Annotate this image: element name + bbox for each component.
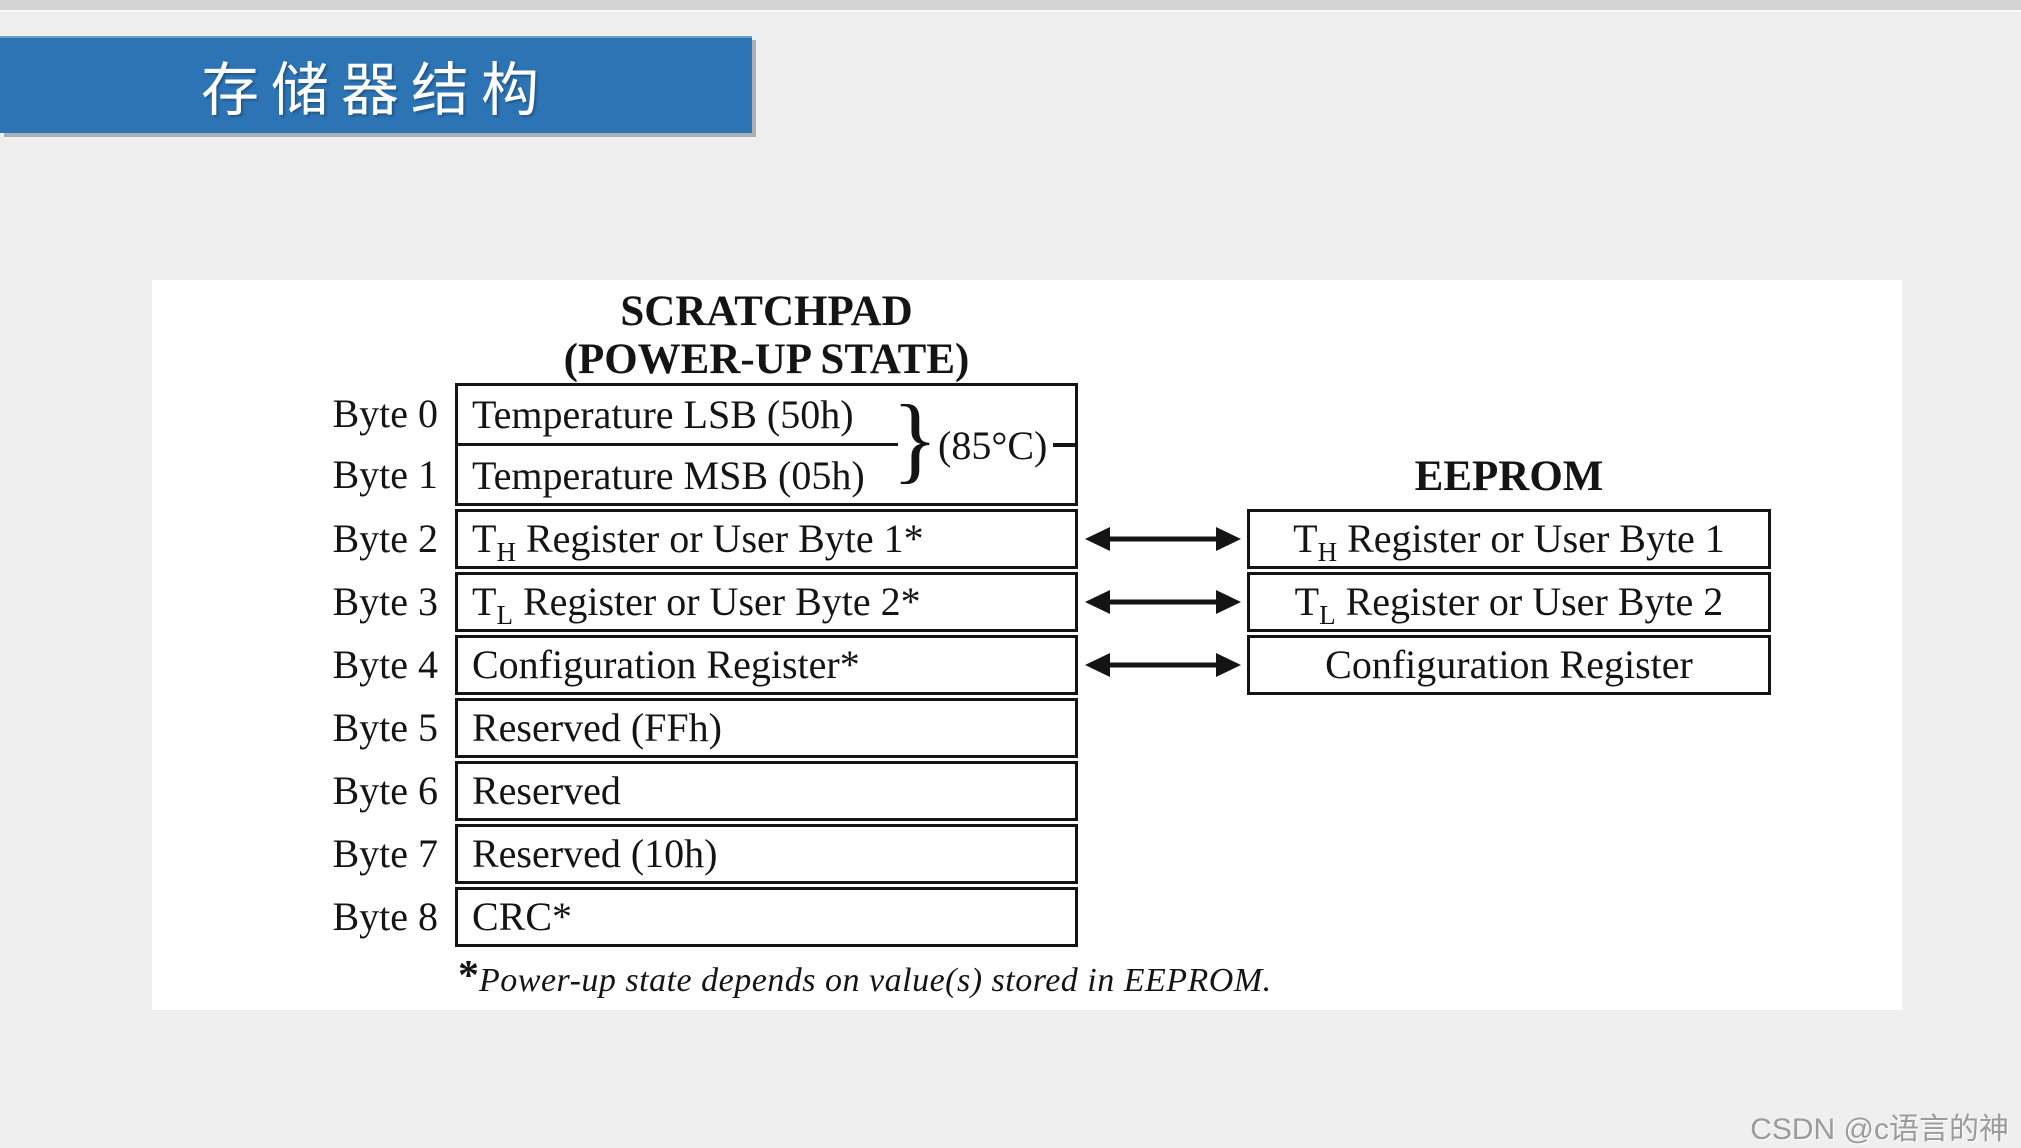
csdn-watermark: CSDN @c语言的神 [1750, 1113, 2009, 1146]
cell-text: Register or User Byte 1 [1337, 516, 1725, 561]
cell-text: Reserved (FFh) [472, 705, 722, 750]
footnote-asterisk: * [458, 953, 479, 999]
cell-text: T [472, 579, 497, 624]
cell-text: Temperature LSB (50h) [472, 392, 854, 437]
eeprom-heading: EEPROM [1414, 453, 1604, 500]
slide-title: 存储器结构 [200, 57, 551, 123]
window-top-strip [0, 0, 2021, 12]
byte-label-5: Byte 5 [332, 705, 438, 750]
powerup-temp-label: (85°C) [938, 423, 1048, 468]
bidirectional-arrow-byte3 [1085, 590, 1241, 614]
scratchpad-temp-group: Temperature LSB (50h) Temperature MSB (0… [455, 383, 1078, 506]
scratchpad-row-byte5: Reserved (FFh) [455, 698, 1078, 758]
cell-subscript: H [1317, 537, 1338, 567]
cell-text: Reserved [472, 768, 621, 813]
scratchpad-heading: SCRATCHPAD (POWER-UP STATE) [455, 288, 1078, 384]
cell-text: T [1293, 516, 1318, 561]
byte-label-3: Byte 3 [332, 579, 438, 624]
scratchpad-row-byte4: Configuration Register* [455, 635, 1078, 695]
byte-label-7: Byte 7 [332, 831, 438, 876]
scratchpad-heading-line2: (POWER-UP STATE) [563, 336, 970, 383]
scratchpad-row-byte1: Temperature MSB (05h) [458, 446, 1075, 503]
footnote: *Power-up state depends on value(s) stor… [458, 953, 1358, 999]
footnote-text: Power-up state depends on value(s) store… [479, 962, 1272, 999]
scratchpad-row-byte3: TL Register or User Byte 2* [455, 572, 1078, 632]
scratchpad-row-byte7: Reserved (10h) [455, 824, 1078, 884]
slide-title-banner: 存储器结构 [0, 36, 752, 133]
cell-text: T [472, 516, 497, 561]
cell-text: Reserved (10h) [472, 831, 718, 876]
byte-label-2: Byte 2 [332, 516, 438, 561]
byte-label-4: Byte 4 [332, 642, 438, 687]
scratchpad-heading-line1: SCRATCHPAD [620, 288, 913, 335]
eeprom-row-tl: TL Register or User Byte 2 [1247, 572, 1771, 632]
temp-label-connector-line [1053, 443, 1078, 447]
bidirectional-arrow-byte4 [1085, 653, 1241, 677]
eeprom-row-config: Configuration Register [1247, 635, 1771, 695]
cell-subscript: L [496, 600, 513, 630]
byte-label-6: Byte 6 [332, 768, 438, 813]
scratchpad-row-byte6: Reserved [455, 761, 1078, 821]
cell-text: T [1294, 579, 1320, 624]
byte-label-8: Byte 8 [332, 894, 438, 939]
scratchpad-row-byte8: CRC* [455, 887, 1078, 947]
cell-text: Register or User Byte 1* [515, 516, 924, 561]
cell-text: Register or User Byte 2 [1335, 579, 1724, 624]
cell-subscript: L [1319, 600, 1336, 630]
bidirectional-arrow-byte2 [1085, 527, 1241, 551]
cell-text: Configuration Register [1325, 642, 1693, 687]
scratchpad-row-byte0: Temperature LSB (50h) [458, 386, 1075, 443]
curly-brace: } [892, 385, 939, 492]
temp-rows-divider [458, 443, 898, 446]
byte-label-0: Byte 0 [332, 391, 438, 436]
cell-text: CRC* [472, 894, 573, 939]
cell-text: Temperature MSB (05h) [472, 453, 865, 498]
eeprom-row-th: TH Register or User Byte 1 [1247, 509, 1771, 569]
scratchpad-row-byte2: TH Register or User Byte 1* [455, 509, 1078, 569]
byte-label-1: Byte 1 [332, 452, 438, 497]
cell-text: Configuration Register* [472, 642, 860, 687]
cell-subscript: H [496, 537, 516, 567]
cell-text: Register or User Byte 2* [512, 579, 921, 624]
